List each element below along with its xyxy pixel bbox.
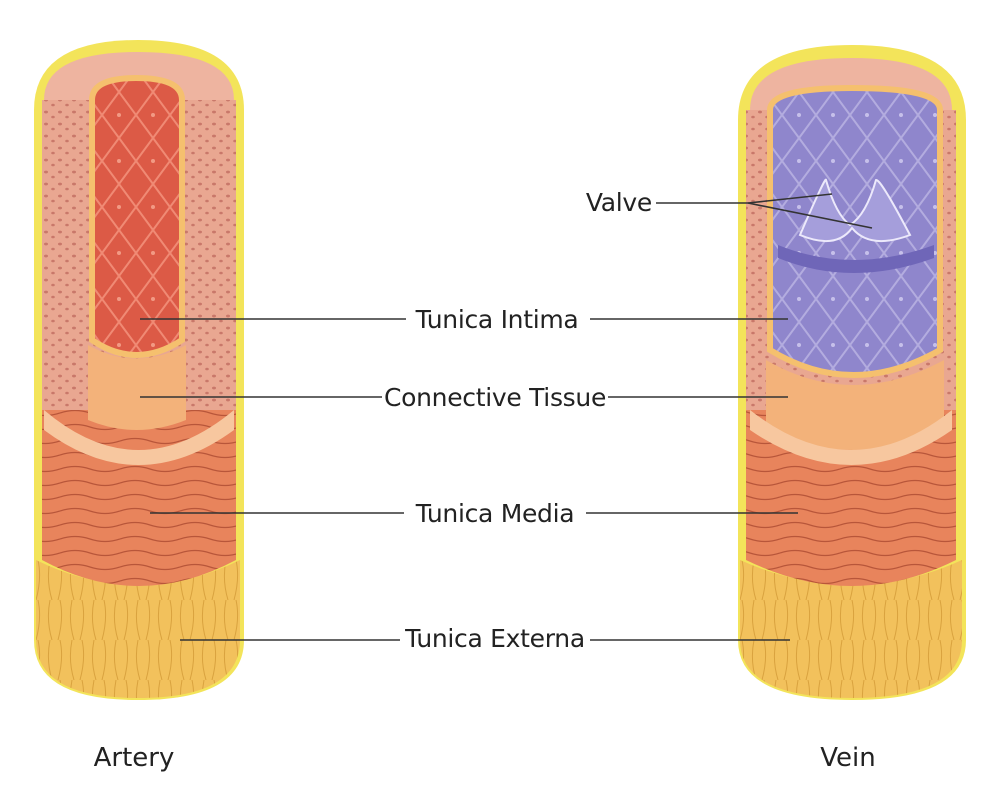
vein-connective-tissue xyxy=(766,360,944,450)
tunica-intima-label: Tunica Intima xyxy=(415,305,579,334)
tunica-media-label: Tunica Media xyxy=(415,499,575,528)
artery-caption: Artery xyxy=(94,743,175,773)
tunica-externa-label: Tunica Externa xyxy=(404,624,585,653)
artery-connective-tissue xyxy=(88,345,186,430)
valve-leader-branch-b xyxy=(747,202,873,229)
vein-tunica-externa xyxy=(740,560,962,698)
artery-inner-shelf xyxy=(44,410,234,465)
vein-illustration xyxy=(738,45,966,700)
valve-label: Valve xyxy=(586,188,652,217)
artery-tunica-externa xyxy=(36,560,240,698)
connective-tissue-label: Connective Tissue xyxy=(384,383,606,412)
vein-valve-band xyxy=(778,245,934,273)
vein-caption: Vein xyxy=(820,743,875,773)
artery-illustration xyxy=(34,40,244,700)
artery-lumen xyxy=(89,74,185,358)
vein-inner-shelf xyxy=(750,410,952,465)
valve-leader-branch-a xyxy=(747,193,833,204)
